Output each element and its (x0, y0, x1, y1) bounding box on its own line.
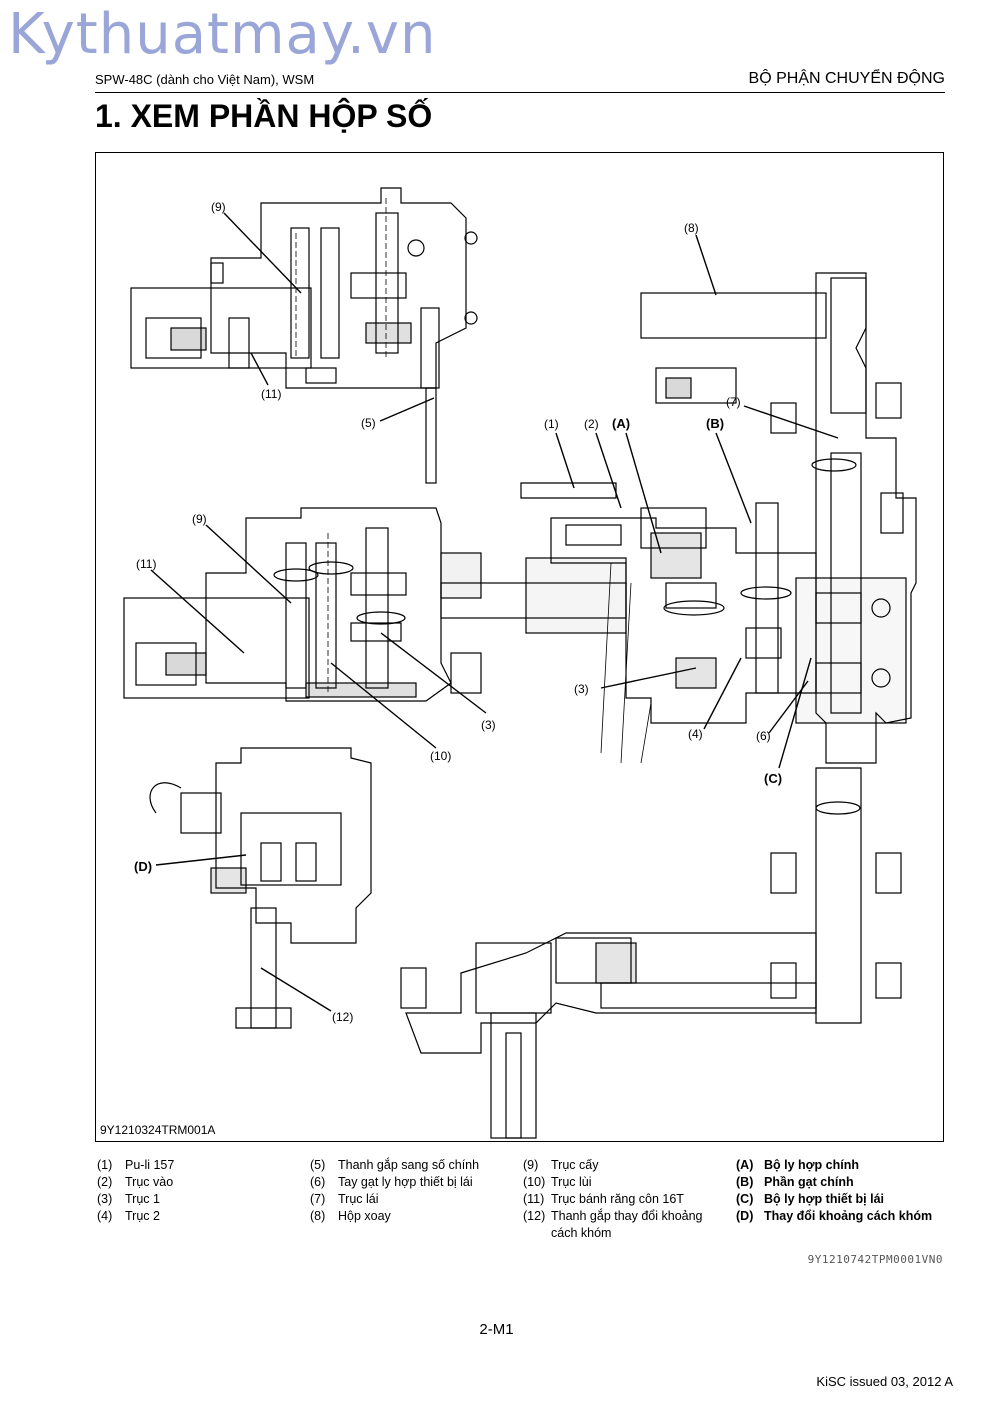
legend-item: (7)Trục lái (310, 1192, 379, 1206)
legend-item: (6)Tay gạt ly hợp thiết bị lái (310, 1175, 473, 1189)
legend-item: (1)Pu-li 157 (97, 1158, 175, 1172)
transmission-diagram: (9) (11) (5) (8) (7) (1) (2) (A) (B) (9)… (95, 152, 944, 1142)
site-watermark: Kythuatmay.vn (8, 2, 437, 67)
legend-item: (11)Trục bánh răng côn 16T (523, 1192, 684, 1206)
page-number: 2-M1 (479, 1321, 514, 1338)
legend-column-3: (9)Trục cấy (10)Trục lùi (11)Trục bánh r… (523, 1158, 703, 1243)
callout-7: (7) (726, 395, 741, 409)
header-divider (95, 92, 945, 93)
legend-item: (C)Bộ ly hợp thiết bị lái (736, 1192, 885, 1206)
callout-8: (8) (684, 221, 699, 235)
legend-column-4: (A)Bộ ly hợp chính (B)Phần gạt chính (C)… (736, 1158, 932, 1226)
legend-item: (4)Trục 2 (97, 1209, 160, 1223)
callout-9-middle: (9) (192, 512, 207, 526)
callout-1: (1) (544, 417, 559, 431)
legend-item: (A)Bộ ly hợp chính (736, 1158, 859, 1172)
callout-c: (C) (764, 771, 782, 786)
header-section-name: BỘ PHẬN CHUYỂN ĐỘNG (748, 70, 945, 87)
gearbox-view-top (130, 187, 478, 484)
parts-legend: (1)Pu-li 157 (2)Trục vào (3)Trục 1 (4)Tr… (97, 1158, 947, 1248)
callout-11-top: (11) (261, 387, 281, 401)
callout-3-middle: (3) (481, 718, 496, 732)
callout-12: (12) (332, 1010, 353, 1024)
legend-item: cách khóm (551, 1226, 612, 1240)
steering-housing (640, 272, 917, 1024)
leader-lines (150, 212, 839, 1012)
callout-6: (6) (756, 729, 771, 743)
figure-code: 9Y1210324TRM001A (100, 1123, 216, 1137)
page-title: 1. XEM PHẦN HỘP SỐ (95, 98, 433, 134)
callout-4: (4) (688, 727, 703, 741)
footer-issue: KiSC issued 03, 2012 A (816, 1374, 953, 1389)
legend-item: (5)Thanh gắp sang số chính (310, 1158, 480, 1172)
gearbox-view-middle (123, 507, 482, 702)
legend-item: (9)Trục cấy (523, 1158, 599, 1172)
callout-d: (D) (134, 859, 152, 874)
callout-9-top: (9) (211, 200, 226, 214)
callout-a: (A) (612, 416, 630, 431)
header-manual-name: SPW-48C (dành cho Việt Nam), WSM (95, 72, 315, 87)
legend-column-1: (1)Pu-li 157 (2)Trục vào (3)Trục 1 (4)Tr… (97, 1158, 174, 1226)
callout-5: (5) (361, 416, 376, 430)
document-reference: 9Y1210742TPM0001VN0 (807, 1253, 943, 1266)
legend-item: (12)Thanh gắp thay đổi khoảng (523, 1209, 703, 1223)
legend-column-2: (5)Thanh gắp sang số chính (6)Tay gạt ly… (310, 1158, 479, 1226)
legend-item: (D)Thay đổi khoảng cách khóm (736, 1209, 933, 1223)
bottom-gearbox (400, 932, 817, 1139)
transmission-drawing: (9) (11) (5) (8) (7) (1) (2) (A) (B) (9)… (123, 187, 917, 1139)
callout-10: (10) (430, 749, 451, 763)
callout-3-right: (3) (574, 682, 589, 696)
legend-item: (8)Hộp xoay (310, 1209, 391, 1223)
callout-11-middle: (11) (136, 557, 156, 571)
callout-2: (2) (584, 417, 599, 431)
callout-b: (B) (706, 416, 724, 431)
spacing-change-unit (149, 747, 372, 1029)
main-clutch-area (520, 482, 817, 764)
legend-item: (B)Phần gạt chính (736, 1175, 854, 1189)
legend-item: (3)Trục 1 (97, 1192, 160, 1206)
legend-item: (2)Trục vào (97, 1175, 174, 1189)
legend-item: (10)Trục lùi (523, 1175, 592, 1189)
